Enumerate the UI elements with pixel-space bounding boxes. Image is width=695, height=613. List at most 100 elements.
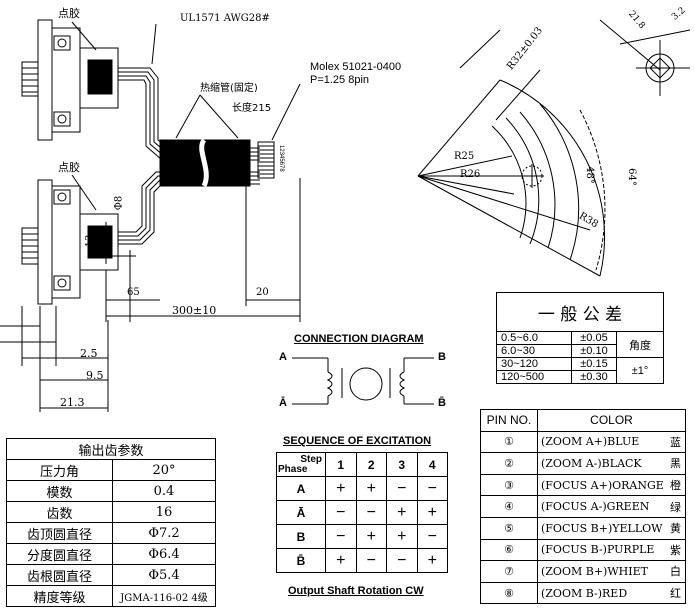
heat-shrink-label: 热缩管(固定) [200, 83, 258, 94]
pin-color: (FOCUS B+)YELLOW [537, 516, 670, 540]
tolerance-range: 30~120 [496, 357, 572, 371]
gear-value: JGMA-116-02 4级 [112, 585, 216, 607]
table-row: A + + − − [276, 476, 448, 501]
gear-label: 分度圆直径 [6, 543, 113, 565]
pin-color-cn: 橙 [669, 473, 687, 497]
tolerance-range: 6.0~30 [496, 344, 572, 358]
pin-color: (ZOOM B-)RED [537, 581, 670, 605]
connector-label: Molex 51021-0400 [310, 61, 402, 73]
gear-value: Φ5.4 [112, 564, 216, 586]
table-row: 120~500±0.30 [496, 370, 664, 384]
dim-2-5: 2.5 [80, 347, 98, 360]
pin-number: ⑦ [480, 560, 538, 583]
fan-arc-drawing [417, 29, 606, 277]
excitation-cell: + [416, 548, 448, 573]
table-header-row: PIN NO. COLOR [480, 409, 686, 432]
dim-13: 13 [84, 234, 96, 248]
excitation-cell: + [386, 500, 418, 525]
gear-label: 压力角 [6, 459, 113, 481]
dim-21-3: 21.3 [60, 396, 85, 409]
excitation-cell: + [325, 548, 357, 573]
tolerance-range: 0.5~6.0 [496, 331, 572, 345]
excitation-cell: − [416, 476, 448, 501]
pin-color-cn: 红 [669, 581, 687, 605]
glue-label-top: 点胶 [58, 7, 80, 20]
pin-color-cn: 绿 [669, 495, 687, 518]
pin-color-cn: 黄 [669, 516, 687, 540]
length-label: 长度215 [232, 103, 272, 114]
pin-header: PIN NO. [480, 409, 538, 432]
pin-color-cn: 白 [669, 560, 687, 583]
dim-20: 20 [256, 287, 269, 298]
connection-diagram [292, 357, 434, 405]
corner-detail [599, 19, 691, 96]
pin-number: ① [480, 430, 538, 454]
dim-phi8: Φ8 [113, 195, 125, 211]
gear-label: 模数 [6, 480, 113, 502]
color-header: COLOR [537, 409, 686, 432]
pin-number-strip: 12345678 [278, 145, 284, 172]
pitch-label: P=1.25 8pin [310, 74, 370, 86]
step-number: 4 [416, 452, 448, 477]
dim-64: 64° [625, 168, 637, 186]
label-a-bar: Ā [279, 397, 287, 409]
excitation-cell: − [325, 524, 357, 549]
label-b: B [438, 351, 446, 363]
step-number: 1 [325, 452, 357, 477]
gear-value: 20° [112, 459, 216, 481]
step-number: 3 [386, 452, 418, 477]
table-row: B̄ + − − + [276, 548, 448, 573]
table-header-row: Step Phase 1 2 3 4 [276, 452, 448, 477]
pin-number: ④ [480, 495, 538, 518]
step-number: 2 [355, 452, 387, 477]
pin-number: ② [480, 452, 538, 475]
pin-number: ⑧ [480, 581, 538, 605]
pin-color-cn: 蓝 [669, 430, 687, 454]
pin-color: (ZOOM A+)BLUE [537, 430, 670, 454]
sequence-title: SEQUENCE OF EXCITATION [283, 435, 432, 447]
excitation-cell: + [355, 524, 387, 549]
pin-color: (ZOOM A-)BLACK [537, 452, 670, 475]
excitation-cell: − [416, 524, 448, 549]
excitation-cell: + [355, 476, 387, 501]
excitation-cell: − [386, 548, 418, 573]
pin-color-cn: 紫 [669, 538, 687, 562]
pin-color: (ZOOM B+)WHIET [537, 560, 670, 583]
tolerance-title: 一 般 公 差 [496, 292, 664, 332]
table-row: B − + + − [276, 524, 448, 549]
phase-label: A [276, 476, 326, 501]
table-row: Ā − − + + [276, 500, 448, 525]
phase-label: B̄ [276, 548, 326, 573]
phase-header: Phase [278, 464, 308, 475]
excitation-cell: − [325, 500, 357, 525]
gear-value: Φ6.4 [112, 543, 216, 565]
tolerance-value: ±0.15 [571, 357, 617, 371]
motor-bottom [21, 179, 119, 305]
dim-9-5: 9.5 [86, 369, 104, 382]
gear-value: 16 [112, 501, 216, 523]
gear-table-title: 输出齿参数 [6, 438, 216, 460]
tolerance-value: ±0.30 [571, 370, 617, 384]
phase-label: Ā [276, 500, 326, 525]
excitation-cell: + [325, 476, 357, 501]
dimension-lines [0, 178, 301, 412]
dim-r26: R26 [460, 169, 481, 180]
gear-label: 精度等级 [6, 585, 113, 607]
cable-type-label: UL1571 AWG28# [180, 13, 270, 24]
tolerance-range: 120~500 [496, 370, 572, 384]
pin-number: ③ [480, 473, 538, 497]
excitation-cell: + [386, 524, 418, 549]
pin-color-cn: 黑 [669, 452, 687, 475]
excitation-cell: − [355, 548, 387, 573]
gear-label: 齿根圆直径 [6, 564, 113, 586]
